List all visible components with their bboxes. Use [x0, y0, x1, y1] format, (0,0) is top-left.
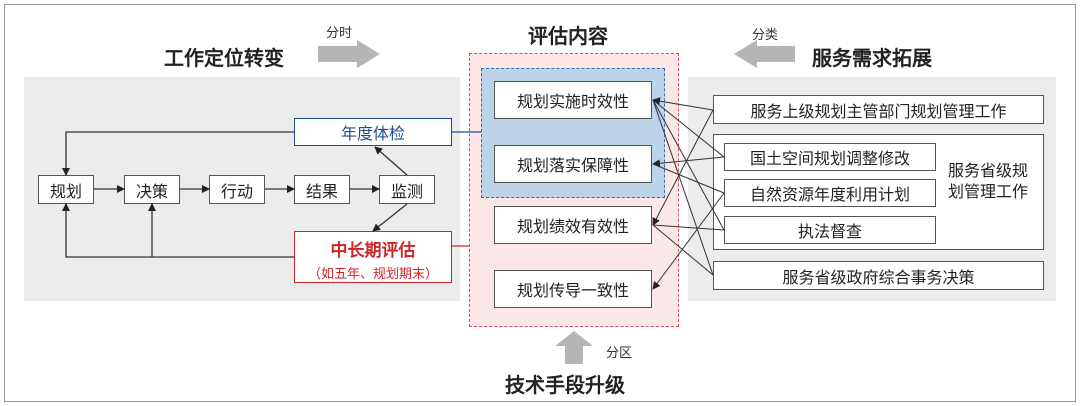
sub-item-annual-plan: 自然资源年度利用计划 [724, 179, 936, 207]
bottom-arrow-label: 分区 [606, 346, 633, 361]
annual-check-box: 年度体检 [294, 118, 452, 146]
service-government-box: 服务省级政府综合事务决策 [713, 261, 1044, 290]
service-superior-box: 服务上级规划主管部门规划管理工作 [713, 95, 1044, 124]
flow-box-plan: 规划 [38, 175, 94, 204]
flow-box-decision: 决策 [124, 175, 180, 204]
flow-box-action: 行动 [209, 175, 265, 204]
center-title: 评估内容 [528, 24, 608, 48]
sub-item-adjust: 国土空间规划调整修改 [724, 143, 936, 171]
left-title: 工作定位转变 [164, 46, 284, 70]
midlong-eval-box: 中长期评估 （如五年、规划期末） [294, 231, 452, 283]
flow-box-result: 结果 [294, 175, 350, 204]
flow-box-monitor: 监测 [379, 175, 435, 204]
content-box-timeliness: 规划实施时效性 [494, 81, 652, 119]
sub-item-enforcement: 执法督查 [724, 216, 936, 244]
bottom-title: 技术手段升级 [505, 373, 625, 397]
left-arrow-label: 分时 [326, 26, 353, 41]
right-title: 服务需求拓展 [812, 46, 932, 70]
midlong-eval-sublabel: （如五年、规划期末） [307, 267, 438, 282]
content-box-consistency: 规划传导一致性 [494, 270, 652, 308]
provincial-group-label: 服务省级规划管理工作 [947, 161, 1028, 201]
content-box-guarantee: 规划落实保障性 [494, 145, 652, 183]
midlong-eval-label: 中长期评估 [330, 241, 416, 261]
outer-frame [4, 4, 1076, 402]
content-box-effectiveness: 规划绩效有效性 [494, 206, 652, 244]
right-arrow-label: 分类 [752, 28, 779, 43]
